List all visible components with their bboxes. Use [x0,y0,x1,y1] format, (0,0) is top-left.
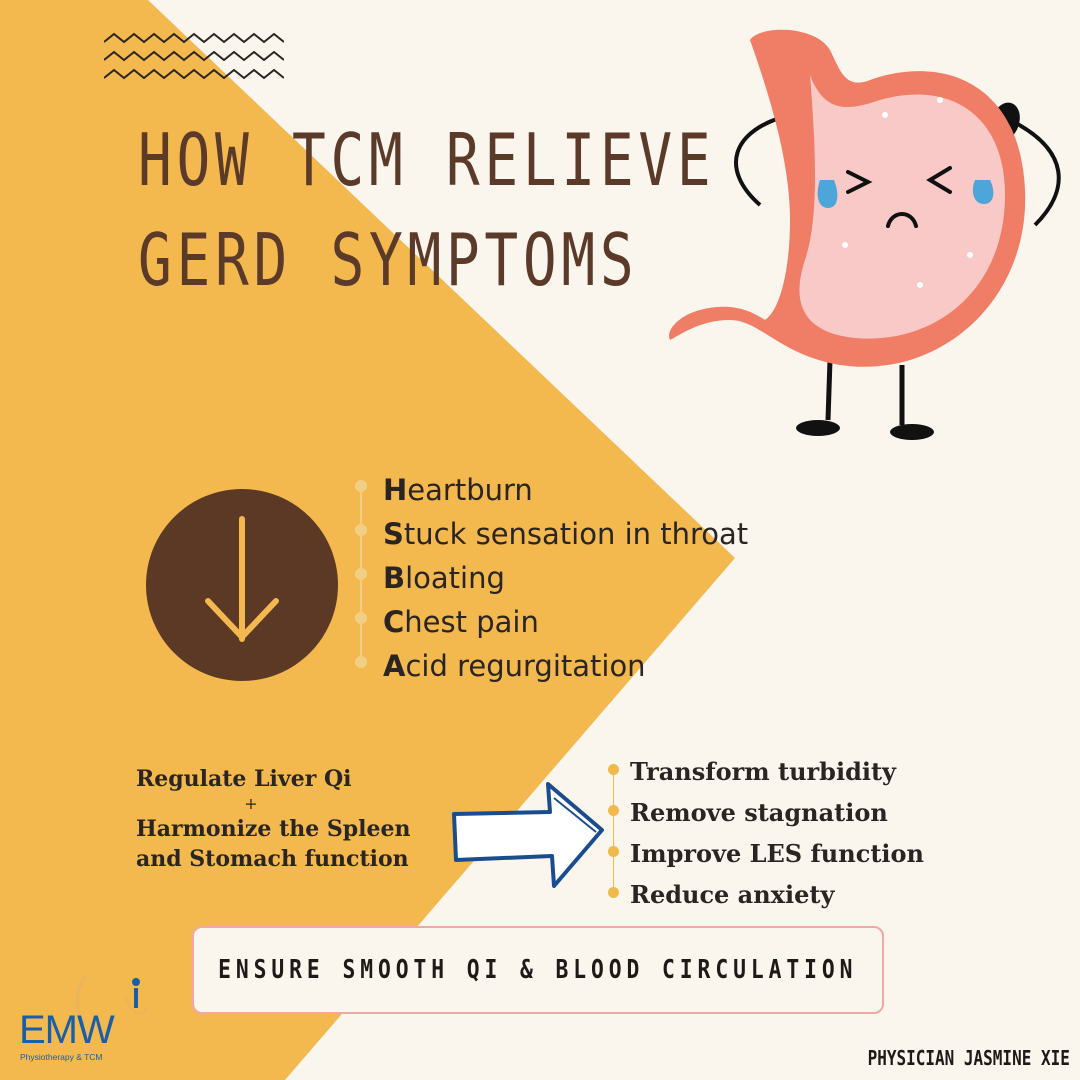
title-line-2: GERD SYMPTOMS [138,218,639,302]
treatment-line-2: Harmonize the Spleen [136,816,411,842]
bullet-icon [355,480,367,492]
zigzag-decoration-icon [104,32,284,80]
list-item: Acid regurgitation [355,648,748,692]
logo-figure-icon [76,975,147,1027]
list-item: Improve LES function [608,836,924,877]
list-item: Reduce anxiety [608,877,924,918]
right-arrow-icon [452,782,604,888]
symptom-list: Heartburn Stuck sensation in throat Bloa… [355,472,748,692]
title-line-1: HOW TCM RELIEVE [138,118,716,202]
banner-text: Ensure smooth Qi & blood circulation [218,955,858,985]
list-item: Stuck sensation in throat [355,516,748,560]
bullet-icon [608,887,619,898]
logo-tagline: Physiotherapy & TCM [20,1052,103,1062]
down-arrow-badge [146,489,338,681]
page-title: HOW TCM RELIEVE GERD SYMPTOMS [138,110,716,310]
list-item: Heartburn [355,472,748,516]
bullet-icon [608,846,619,857]
effect-timeline [613,770,614,898]
plus-sign: + [244,794,258,813]
down-arrow-icon [205,516,279,642]
emw-logo: EMW Physiotherapy & TCM [16,968,156,1068]
circulation-banner: Ensure smooth Qi & blood circulation [192,926,884,1014]
treatment-text: Regulate Liver Qi + Harmonize the Spleen… [136,764,446,874]
bullet-icon [355,612,367,624]
bullet-icon [608,805,619,816]
treatment-line-1: Regulate Liver Qi [136,766,352,792]
list-item: Remove stagnation [608,795,924,836]
list-item: Chest pain [355,604,748,648]
physician-credit: PHYSICIAN JASMINE XIE [867,1046,1070,1070]
crying-stomach-character-icon [669,29,1061,440]
treatment-line-3: and Stomach function [136,846,409,872]
logo-name: EMW [19,1008,115,1052]
bullet-icon [355,524,367,536]
bullet-icon [355,656,367,668]
bullet-icon [355,568,367,580]
list-item: Bloating [355,560,748,604]
effect-list: Transform turbidity Remove stagnation Im… [608,754,924,918]
bullet-icon [608,764,619,775]
list-item: Transform turbidity [608,754,924,795]
